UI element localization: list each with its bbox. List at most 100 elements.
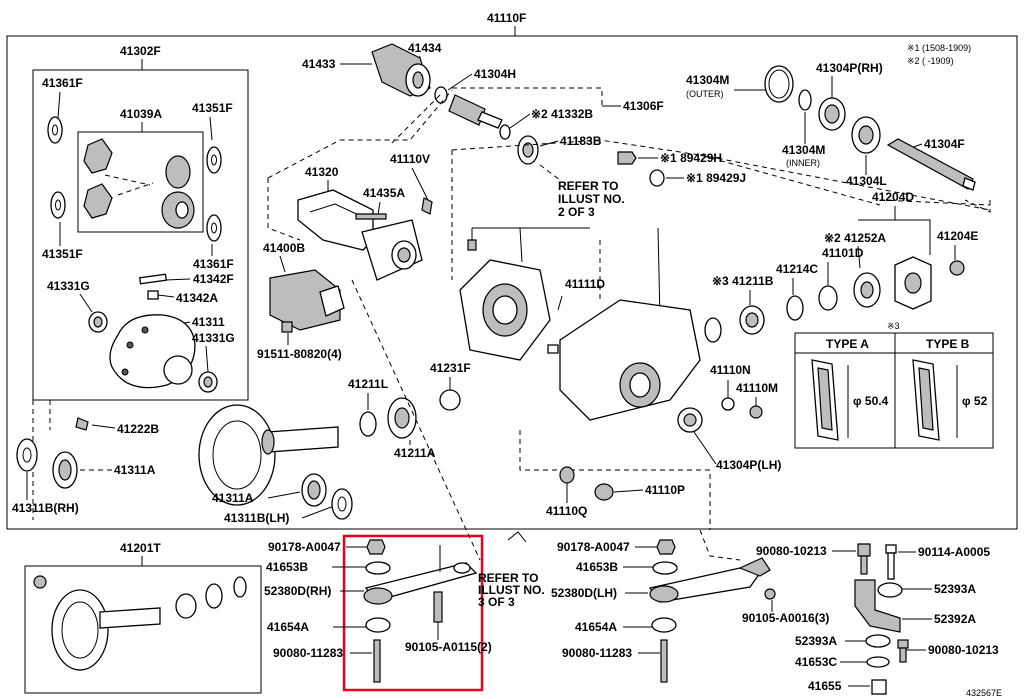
label-41311B-lh: 41311B(LH) xyxy=(224,511,289,525)
label-41110V: 41110V xyxy=(390,152,430,166)
figure-id: 432567E xyxy=(966,688,1002,698)
type-b-label: TYPE B xyxy=(926,337,970,351)
label-41039A: 41039A xyxy=(120,107,162,121)
label-41304M-outer: (OUTER) xyxy=(686,89,724,99)
refer-note-line-2: ILLUST NO. xyxy=(558,192,625,206)
label-41304M: 41304M xyxy=(686,73,729,87)
label-89429J: ※1 89429J xyxy=(686,171,746,185)
label-41311B-rh: 41311B(RH) xyxy=(12,501,79,515)
label-41342A: 41342A xyxy=(176,291,218,305)
label-41434: 41434 xyxy=(408,41,442,55)
label-90178-b: 90178-A0047 xyxy=(557,540,630,554)
label-41201T: 41201T xyxy=(120,541,161,555)
actuator xyxy=(269,269,341,331)
label-41304M-inner: (INNER) xyxy=(786,158,820,168)
label-41101D: 41101D xyxy=(822,246,864,260)
label-52393A-a: 52393A xyxy=(934,582,976,596)
refer-note2-line-1: REFER TO xyxy=(478,571,538,585)
bracket-52392A xyxy=(854,579,901,633)
main-frame xyxy=(6,35,1018,530)
type-a-label: TYPE A xyxy=(826,337,869,351)
gear-set-box xyxy=(77,131,204,233)
label-41653B-a: 41653B xyxy=(266,560,308,574)
label-41361F-a: 41361F xyxy=(42,76,83,90)
label-41110Q: 41110Q xyxy=(546,504,587,518)
label-41400B: 41400B xyxy=(263,241,305,255)
note-1: ※1 (1508-1909) xyxy=(907,43,971,53)
refer-note-line-3: 2 OF 3 xyxy=(558,205,595,219)
label-41351F-a: 41351F xyxy=(192,101,233,115)
label-41304F: 41304F xyxy=(924,137,965,151)
refer-note2-line-2: ILLUST NO. xyxy=(478,583,545,597)
label-91511: 91511-80820(4) xyxy=(257,347,342,361)
label-41204E: 41204E xyxy=(937,229,978,243)
type-box-marker: ※3 xyxy=(887,321,900,331)
label-41435A: 41435A xyxy=(363,186,405,200)
label-41204D: 41204D xyxy=(872,190,914,204)
label-41311A-l: 41311A xyxy=(212,491,254,505)
refer-note2-line-3: 3 OF 3 xyxy=(478,595,515,609)
label-41211L: 41211L xyxy=(348,377,388,391)
label-90178-a: 90178-A0047 xyxy=(268,540,341,554)
axle-shaft xyxy=(886,138,974,190)
label-41654A-a: 41654A xyxy=(267,620,309,634)
label-41110N: 41110N xyxy=(710,363,751,377)
label-90114: 90114-A0005 xyxy=(918,545,990,559)
label-41304M-b: 41304M xyxy=(782,143,825,157)
label-52380D-lh: 52380D(LH) xyxy=(551,586,617,600)
type-b-dim: φ 52 xyxy=(962,394,988,408)
label-52393A-b: 52393A xyxy=(795,634,837,648)
label-90080-10213-b: 90080-10213 xyxy=(928,643,999,657)
label-41653B-b: 41653B xyxy=(576,560,618,574)
label-41655: 41655 xyxy=(808,679,842,693)
note-2: ※2 ( -1909) xyxy=(907,56,954,66)
label-41110M: 41110M xyxy=(736,381,778,395)
label-41304P-rh: 41304P(RH) xyxy=(816,61,883,75)
label-41653C: 41653C xyxy=(795,655,837,669)
label-41351F-b: 41351F xyxy=(42,247,83,261)
label-89429H: ※1 89429H xyxy=(660,151,722,165)
label-90105-3: 90105-A0016(3) xyxy=(742,611,829,625)
label-90080-10213-a: 90080-10213 xyxy=(756,544,827,558)
type-a-dim: φ 50.4 xyxy=(853,394,889,408)
label-41211A: 41211A xyxy=(394,446,436,460)
label-41320: 41320 xyxy=(305,165,339,179)
refer-note-line-1: REFER TO xyxy=(558,179,618,193)
label-41304L: 41304L xyxy=(846,174,887,188)
label-41214C: 41214C xyxy=(776,262,818,276)
drive-pinion xyxy=(267,426,339,453)
label-41304H: 41304H xyxy=(474,67,516,81)
label-90105-2: 90105-A0115(2) xyxy=(405,640,492,654)
label-41110P: 41110P xyxy=(645,483,685,497)
label-41342F: 41342F xyxy=(193,272,234,286)
label-52380D-rh: 52380D(RH) xyxy=(264,584,331,598)
label-41654A-b: 41654A xyxy=(575,620,617,634)
label-41311: 41311 xyxy=(192,315,225,329)
ring-pinion-set-box xyxy=(24,565,262,694)
type-box xyxy=(794,332,994,449)
label-41332B: ※2 41332B xyxy=(531,107,593,121)
diff-group-box xyxy=(32,69,249,401)
label-41231F: 41231F xyxy=(430,361,471,375)
label-41304P-lh: 41304P(LH) xyxy=(716,458,781,472)
label-41331G-a: 41331G xyxy=(47,279,90,293)
label-41433: 41433 xyxy=(302,57,336,71)
ring-gear xyxy=(198,404,276,506)
rear-housing xyxy=(559,299,701,421)
label-41361F-b: 41361F xyxy=(193,257,234,271)
label-41222B: 41222B xyxy=(117,422,159,436)
label-90080-11283-b: 90080-11283 xyxy=(562,646,632,660)
label-90080-11283-a: 90080-11283 xyxy=(273,646,343,660)
label-41331G-b: 41331G xyxy=(192,331,235,345)
label-41252A: ※2 41252A xyxy=(824,231,886,245)
label-41211B: ※3 41211B xyxy=(712,274,774,288)
highlight-box xyxy=(342,534,484,692)
label-52392A: 52392A xyxy=(934,612,976,626)
label-41302F: 41302F xyxy=(120,44,161,58)
carrier-housing xyxy=(297,189,374,251)
diagram-title: 41110F xyxy=(487,11,526,25)
label-41111D: 41111D xyxy=(565,277,605,291)
label-41306F: 41306F xyxy=(623,99,664,113)
label-41311A-r: 41311A xyxy=(114,463,156,477)
